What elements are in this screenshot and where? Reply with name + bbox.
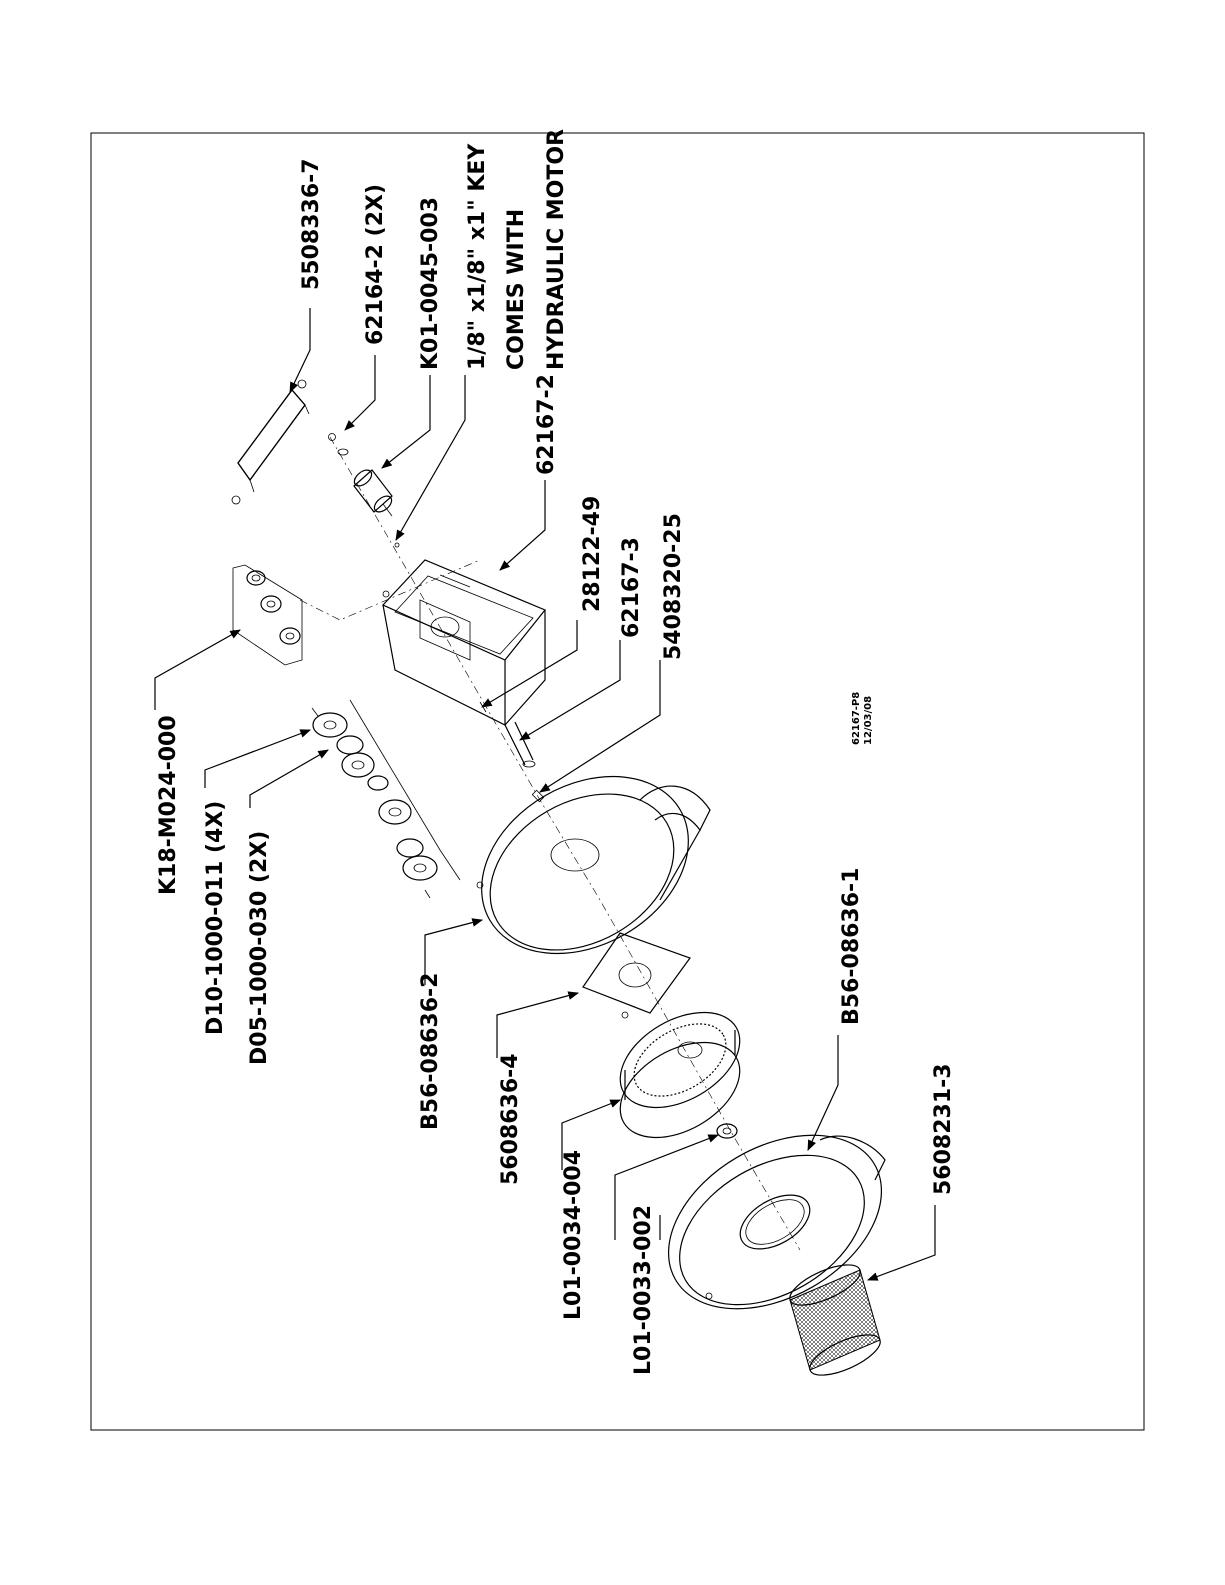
callout-key: 1/8" x1/8" x1" KEY xyxy=(465,143,490,370)
callout-5408320-25: 5408320-25 xyxy=(661,513,686,660)
callout-k01-0045-003: K01-0045-003 xyxy=(418,197,443,370)
callout-5608636-4: 5608636-4 xyxy=(498,1053,523,1185)
perforated-guard xyxy=(232,380,309,504)
callout-5608231-3: 5608231-3 xyxy=(931,1063,956,1195)
drawing-date: 12/03/08 xyxy=(863,696,874,745)
screws-62164-2 xyxy=(329,434,349,456)
callout-d10-1000-011: D10-1000-011 (4X) xyxy=(203,801,228,1035)
callout-l01-0033-002: L01-0033-002 xyxy=(631,1205,656,1375)
callout-k18-m024-000: K18-M024-000 xyxy=(156,715,181,895)
callout-b56-08636-2: B56-08636-2 xyxy=(418,973,443,1131)
callout-62164-2: 62164-2 (2X) xyxy=(363,184,388,345)
callout-d05-1000-030: D05-1000-030 (2X) xyxy=(247,831,272,1065)
callout-hydraulic-motor: HYDRAULIC MOTOR xyxy=(544,129,569,370)
wheel-hub xyxy=(717,1124,737,1138)
bearing-centerline xyxy=(300,560,480,620)
drawing-stamp: 62167-P8 12/03/08 xyxy=(851,692,874,745)
callout-28122-49: 28122-49 xyxy=(580,496,605,612)
hydraulic-motor xyxy=(351,467,399,547)
callout-5508336-7: 5508336-7 xyxy=(299,158,324,290)
motor-mount-bracket xyxy=(383,560,545,725)
drawing-border xyxy=(91,133,1144,1430)
rear-blower-housing xyxy=(450,741,721,990)
bearing-stack xyxy=(312,700,460,898)
callout-l01-0034-004: L01-0034-004 xyxy=(561,1150,586,1320)
drawing-number: 62167-P8 xyxy=(851,692,862,745)
callout-comes-with: COMES WITH xyxy=(504,209,529,370)
callout-62167-2: 62167-2 xyxy=(534,374,559,475)
callout-62167-3: 62167-3 xyxy=(619,537,644,638)
inlet-screen xyxy=(785,1257,886,1383)
bearing-mount-plate xyxy=(233,565,302,665)
part-callouts: 5508336-7 62164-2 (2X) K01-0045-003 1/8"… xyxy=(156,129,956,1375)
callout-b56-08636-1: B56-08636-1 xyxy=(839,868,864,1026)
